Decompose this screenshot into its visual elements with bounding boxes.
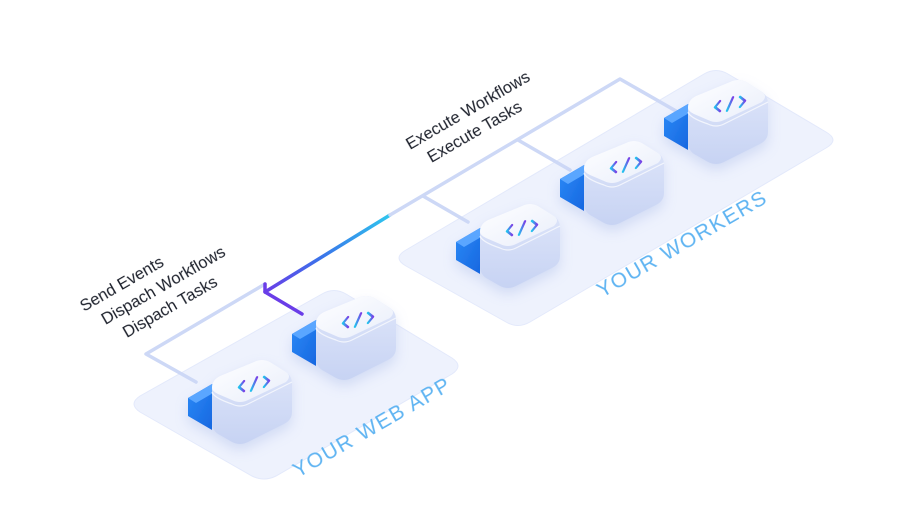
zone-web-app xyxy=(133,290,459,480)
app-actions-label-group: Send Events Dispach Workflows Dispach Ta… xyxy=(77,243,229,342)
connector-network xyxy=(144,77,678,384)
worker-actions-label-group: Execute Workflows Execute Tasks xyxy=(403,68,533,167)
